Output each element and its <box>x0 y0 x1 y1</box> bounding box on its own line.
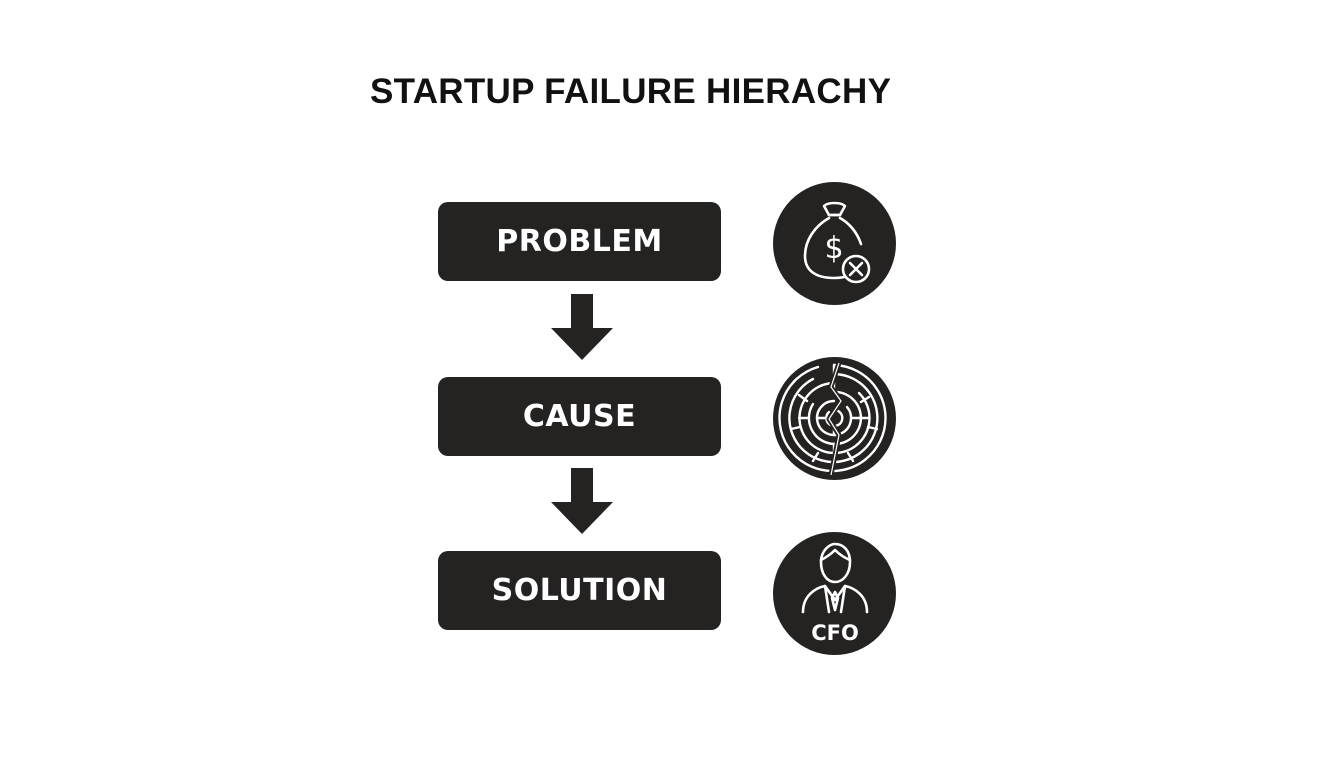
dollar-sign-icon: $ <box>824 231 843 266</box>
step-box-cause: CAUSE <box>438 377 721 456</box>
down-arrow-icon <box>551 294 613 360</box>
money-bag-x-icon: $ <box>773 182 896 305</box>
broken-maze-icon <box>773 357 896 480</box>
step-box-solution: SOLUTION <box>438 551 721 630</box>
step-box-problem: PROBLEM <box>438 202 721 281</box>
cfo-badge-text: CFO <box>811 621 859 645</box>
cfo-person-icon: CFO <box>773 532 896 655</box>
step-label-solution: SOLUTION <box>491 573 668 608</box>
step-label-cause: CAUSE <box>522 399 637 434</box>
down-arrow-icon <box>551 468 613 534</box>
step-label-problem: PROBLEM <box>496 224 663 259</box>
page-title: STARTUP FAILURE HIERACHY <box>370 72 892 111</box>
